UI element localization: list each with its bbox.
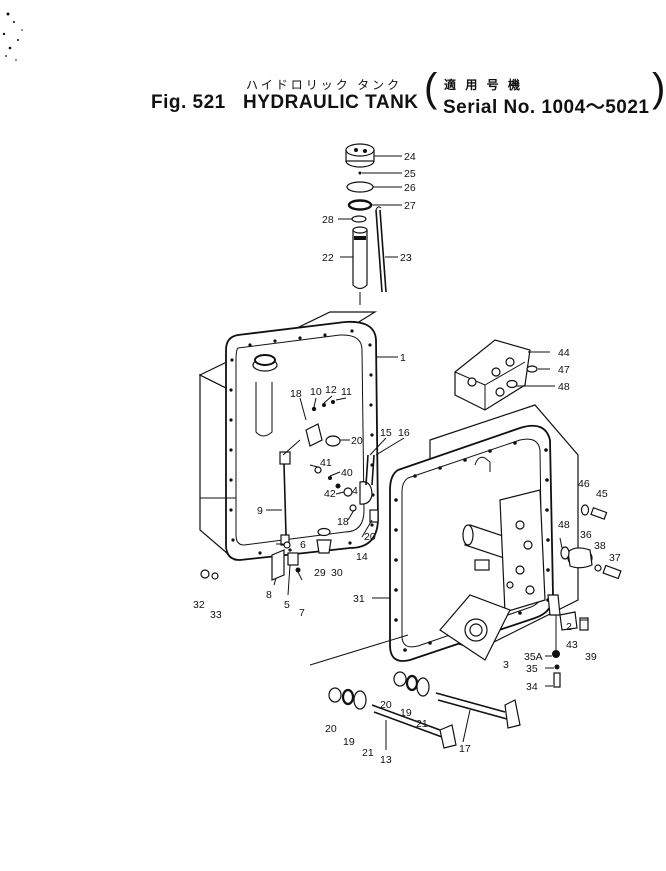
- figure-title: HYDRAULIC TANK: [243, 92, 419, 113]
- callout-15: 15: [380, 427, 392, 439]
- callout-9: 9: [257, 505, 263, 517]
- callout-34: 34: [526, 681, 538, 693]
- callout-35A: 35A: [524, 651, 543, 663]
- callout-35: 35: [526, 663, 538, 675]
- callout-36: 36: [580, 529, 592, 541]
- callout-48-upper: 48: [558, 381, 570, 393]
- leader-lines: [266, 155, 588, 750]
- callout-19-bottom-right: 19: [400, 707, 412, 719]
- callout-40: 40: [341, 467, 353, 479]
- callout-18-upper: 18: [290, 388, 302, 400]
- callout-37: 37: [609, 552, 621, 564]
- callout-22: 22: [322, 252, 334, 264]
- callout-21-bottom-left: 21: [362, 747, 374, 759]
- left-paren: (: [424, 66, 438, 110]
- japanese-title: ハイドロリック タンク: [246, 78, 403, 92]
- right-paren: ): [652, 66, 666, 110]
- callout-19-bottom-left: 19: [343, 736, 355, 748]
- filler-cap-assembly: [345, 143, 387, 305]
- callout-27: 27: [404, 200, 416, 212]
- tank-main-body: [389, 404, 579, 662]
- callout-30: 30: [331, 567, 343, 579]
- callout-20-bottom-left: 20: [325, 723, 337, 735]
- callout-32: 32: [193, 599, 205, 611]
- drain-valves: [200, 569, 521, 749]
- callout-14: 14: [356, 551, 368, 563]
- callout-41: 41: [320, 457, 332, 469]
- callout-23: 23: [400, 252, 412, 264]
- callout-16: 16: [398, 427, 410, 439]
- callout-38: 38: [594, 540, 606, 552]
- callout-18-lower: 18: [337, 516, 349, 528]
- callout-20-mid: 20: [364, 531, 376, 543]
- breather-and-plugs: [552, 504, 622, 688]
- callout-43: 43: [566, 639, 578, 651]
- callout-5: 5: [284, 599, 290, 611]
- callout-21-bottom-right: 21: [416, 718, 428, 730]
- callout-28: 28: [322, 214, 334, 226]
- callout-12: 12: [325, 384, 337, 396]
- callout-42: 42: [324, 488, 336, 500]
- callout-4: 4: [352, 485, 358, 497]
- callout-labels: 24 25 26 27 28 22 23 1 18 10 12 11 20 15…: [193, 151, 621, 766]
- scan-noise: [2, 12, 23, 61]
- serial-range: Serial No. 1004～5021: [443, 97, 650, 118]
- callout-48-lower: 48: [558, 519, 570, 531]
- callout-8: 8: [266, 589, 272, 601]
- figure-number: Fig. 521: [151, 92, 226, 113]
- callout-31: 31: [353, 593, 365, 605]
- callout-7: 7: [299, 607, 305, 619]
- callout-2: 2: [566, 621, 572, 633]
- return-filter-cover: [454, 339, 538, 411]
- callout-44: 44: [558, 347, 570, 359]
- callout-29: 29: [314, 567, 326, 579]
- callout-20-upper: 20: [351, 435, 363, 447]
- callout-13: 13: [380, 754, 392, 766]
- callout-1: 1: [400, 352, 406, 364]
- callout-11: 11: [341, 386, 352, 398]
- callout-6: 6: [300, 539, 306, 551]
- callout-3: 3: [503, 659, 509, 671]
- callout-39: 39: [585, 651, 597, 663]
- callout-46: 46: [578, 478, 590, 490]
- callout-17: 17: [459, 743, 471, 755]
- callout-25: 25: [404, 168, 416, 180]
- callout-10: 10: [310, 386, 322, 398]
- callout-33: 33: [210, 609, 222, 621]
- callout-24: 24: [404, 151, 416, 163]
- japanese-serial-note: 適 用 号 機: [444, 78, 524, 92]
- callout-26: 26: [404, 182, 416, 194]
- callout-45: 45: [596, 488, 608, 500]
- tank-side-shell: [198, 311, 379, 561]
- callout-20-bottom-right: 20: [380, 699, 392, 711]
- title-block: ハイドロリック タンク 適 用 号 機 Fig. 521 HYDRAULIC T…: [0, 0, 666, 120]
- callout-47: 47: [558, 364, 570, 376]
